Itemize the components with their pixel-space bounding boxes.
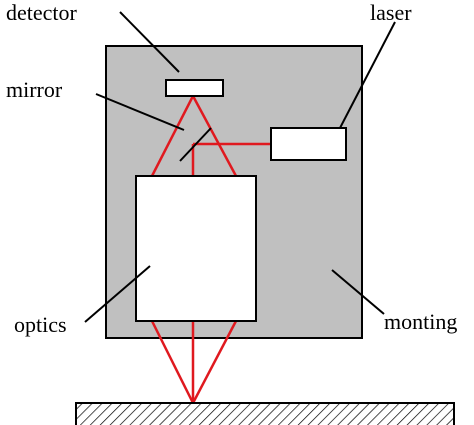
leader-lines [84,11,396,323]
beam-focus-right [191,320,238,404]
leader-mirror [95,93,185,131]
label-optics: optics [14,312,67,337]
label-laser: laser [370,0,412,25]
leader-detector [119,11,180,73]
optics-component [135,175,257,322]
leader-monting [331,269,385,315]
surface [75,402,455,425]
detector-component [165,79,224,97]
label-monting: monting [384,309,457,334]
beam-detector-right [191,95,238,177]
leader-optics [84,265,151,323]
laser-component [270,127,347,161]
leader-laser [339,21,396,129]
laser-beams [150,95,271,404]
mirror-component [179,127,212,162]
label-detector: detector [6,0,78,25]
beam-focus-left [150,320,195,404]
label-mirror: mirror [6,77,63,102]
beam-detector-left [150,95,195,177]
